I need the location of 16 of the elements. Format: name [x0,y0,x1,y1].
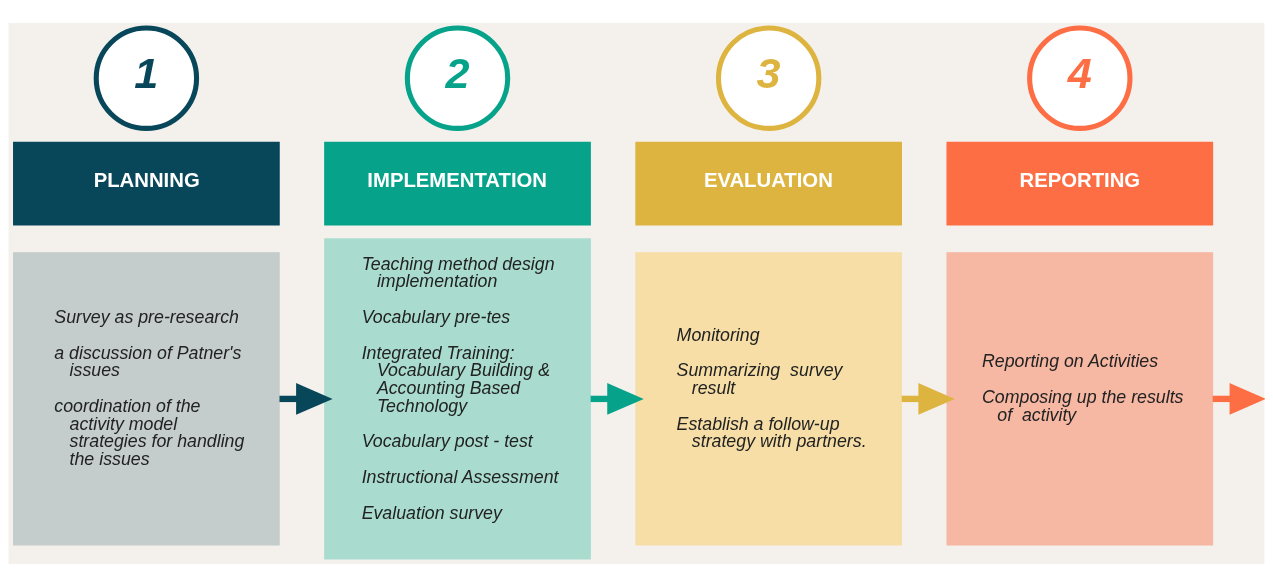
node-circle: 1 [93,25,200,131]
node-circle: 3 [715,25,822,131]
node-box: Survey as pre-research a discussion of Patner's issues coordination of the activity model strategies for handling the issues [13,252,280,546]
node-circle: 2 [404,25,511,131]
arrow [901,382,955,415]
node-box: PLANNING [13,141,280,226]
arrow [1212,382,1265,415]
node-circle: 4 [1027,25,1133,131]
arrow [590,382,644,415]
node-box: Teaching method design implementation Vocabulary pre-tes Integrated Training: Vocabulary Building & Accounting Based Technology Vocabulary post - test Instructional Assessment Evaluation survey [324,238,591,560]
node-box: Reporting on Activities Composing up the results of activity [946,252,1214,546]
node-box: REPORTING [946,141,1214,226]
node-box: Monitoring Summarizing survey result Establish a follow-up strategy with partners. [635,252,902,546]
node-box: EVALUATION [635,141,902,226]
arrow [279,382,333,415]
node-box: IMPLEMENTATION [324,141,591,226]
